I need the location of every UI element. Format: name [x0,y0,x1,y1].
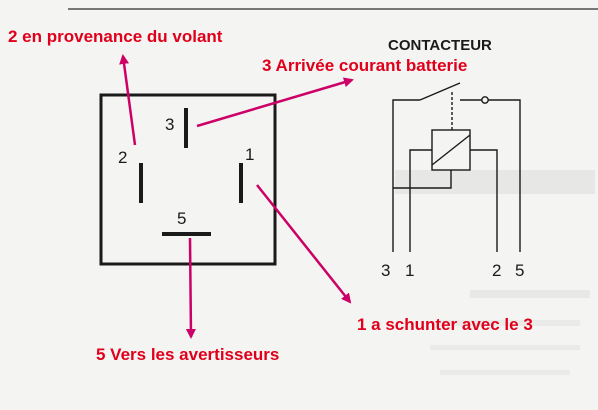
terminal-2-label: 2 [492,261,501,280]
annotation-battery-in: 3 Arrivée courant batterie [262,56,467,75]
pin2-label: 2 [118,148,127,167]
arrow-pin3-to-annotation [196,77,354,128]
terminal-1-label: 1 [405,261,414,280]
connector-box [99,93,277,266]
relay-schematic [392,82,521,252]
pin5-label: 5 [177,209,186,228]
terminal-3-label: 3 [381,261,390,280]
annotation-shunt: 1 a schunter avec le 3 [357,315,533,334]
arrow-pin1-to-annotation [256,184,352,304]
annotation-to-warnings: 5 Vers les avertisseurs [96,345,279,364]
background-texture [395,170,595,375]
schematic-title: CONTACTEUR [388,37,492,54]
arrow-pin2-to-annotation [119,54,137,146]
pin1-label: 1 [245,145,254,164]
annotation-from-steering: 2 en provenance du volant [8,27,223,46]
terminal-5-label: 5 [515,261,524,280]
arrow-pin5-to-annotation [185,237,196,339]
pin3-label: 3 [165,115,174,134]
